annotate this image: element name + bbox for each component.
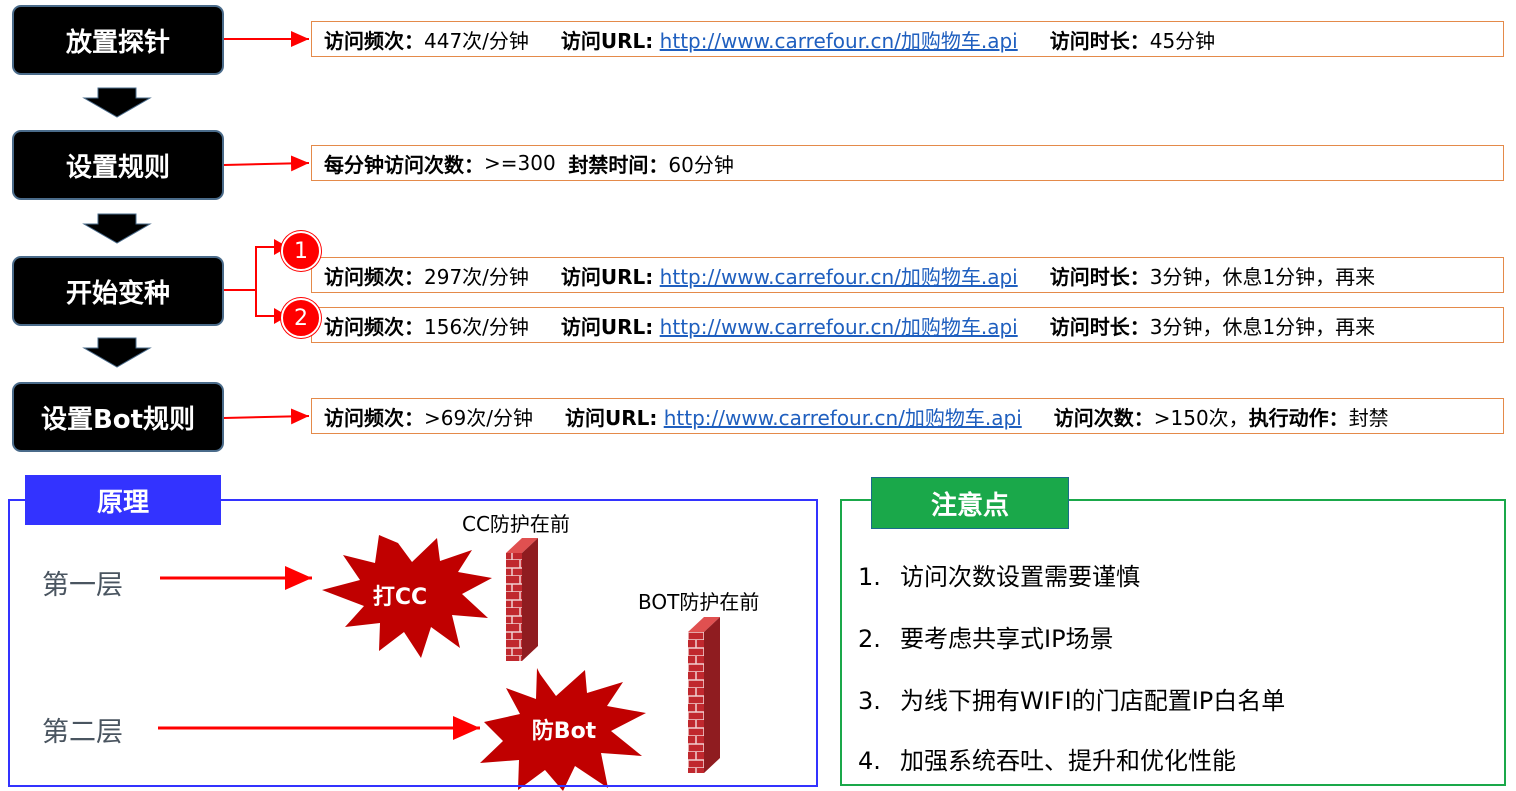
bot-info-row: 访问频次：>69次/分钟 访问URL: http://www.carrefour… <box>311 398 1504 434</box>
cc-wall-label: CC防护在前 <box>462 512 570 536</box>
count-label: 访问次数： <box>1053 405 1154 430</box>
note-item-2: 2. 要考虑共享式IP场景 <box>858 619 1114 654</box>
down-arrow-2 <box>82 213 152 244</box>
note-item-4: 4. 加强系统吞吐、提升和优化性能 <box>858 741 1236 776</box>
down-arrow-3 <box>82 337 152 368</box>
arrow-rule <box>223 155 310 172</box>
note-num: 2. <box>858 625 881 653</box>
cc-firewall <box>506 538 538 661</box>
url-link[interactable]: http://www.carrefour.cn/加购物车.api <box>659 314 1018 339</box>
bot-wall-label: BOT防护在前 <box>638 590 760 614</box>
note-num: 4. <box>858 747 881 775</box>
note-item-1: 1. 访问次数设置需要谨慎 <box>858 557 1140 592</box>
down-arrow-1 <box>82 87 152 118</box>
action-label: 执行动作： <box>1248 405 1349 430</box>
step-place-probe: 放置探针 <box>14 7 222 73</box>
count-value: >=300 <box>484 151 556 175</box>
burst-cc-label: 打CC <box>372 585 428 610</box>
note-text: 访问次数设置需要谨慎 <box>900 563 1140 591</box>
note-text: 为线下拥有WIFI的门店配置IP白名单 <box>900 687 1286 715</box>
note-num: 1. <box>858 563 881 591</box>
url-link[interactable]: http://www.carrefour.cn/加购物车.api <box>659 28 1018 53</box>
burst-bot-label: 防Bot <box>531 719 597 744</box>
note-item-3: 3. 为线下拥有WIFI的门店配置IP白名单 <box>858 681 1285 716</box>
arrow-bot <box>223 408 310 425</box>
note-num: 3. <box>858 687 881 715</box>
ban-value: 60分钟 <box>668 152 734 177</box>
freq-label: 访问频次： <box>324 314 424 339</box>
burst-bot-shape <box>480 668 646 791</box>
action-value: 封禁 <box>1348 405 1389 430</box>
layer2-label: 第二层 <box>42 717 123 748</box>
step-set-bot-rule: 设置Bot规则 <box>14 384 222 450</box>
url-label: 访问URL: <box>564 405 658 430</box>
freq-value: >69次/分钟 <box>424 405 533 430</box>
url-label: 访问URL: <box>560 314 654 339</box>
duration-value: 3分钟，休息1分钟，再来 <box>1149 314 1376 339</box>
step-start-variant: 开始变种 <box>14 258 222 324</box>
layer1-label: 第一层 <box>42 570 123 601</box>
freq-label: 访问频次： <box>324 405 424 430</box>
bot-firewall <box>688 617 720 773</box>
arrow-variant-1 <box>224 239 288 291</box>
duration-label: 访问时长： <box>1049 28 1150 53</box>
probe-info-row: 访问频次：447次/分钟 访问URL: http://www.carrefour… <box>311 21 1504 57</box>
duration-value: 3分钟，休息1分钟，再来 <box>1149 264 1376 289</box>
rule-info-row: 每分钟访问次数：>=300 封禁时间：60分钟 <box>311 145 1504 181</box>
duration-label: 访问时长： <box>1049 314 1150 339</box>
notes-panel <box>840 499 1506 786</box>
url-label: 访问URL: <box>560 264 654 289</box>
url-link[interactable]: http://www.carrefour.cn/加购物车.api <box>659 264 1018 289</box>
freq-label: 访问频次： <box>324 28 424 53</box>
url-link[interactable]: http://www.carrefour.cn/加购物车.api <box>663 405 1022 430</box>
count-label: 每分钟访问次数： <box>324 152 484 177</box>
arrow-variant-2 <box>255 290 288 324</box>
principle-panel <box>8 499 818 787</box>
step-set-rule: 设置规则 <box>14 132 222 198</box>
url-label: 访问URL: <box>560 28 654 53</box>
variant2-info-row: 访问频次：156次/分钟 访问URL: http://www.carrefour… <box>311 307 1504 343</box>
burst-cc-shape <box>322 535 492 658</box>
variant-badge-1: 1 <box>281 231 321 271</box>
freq-label: 访问频次： <box>324 264 424 289</box>
duration-value: 45分钟 <box>1149 28 1216 53</box>
freq-value: 156次/分钟 <box>424 314 529 339</box>
ban-label: 封禁时间： <box>568 152 669 177</box>
duration-label: 访问时长： <box>1049 264 1150 289</box>
freq-value: 297次/分钟 <box>424 264 529 289</box>
variant1-info-row: 访问频次：297次/分钟 访问URL: http://www.carrefour… <box>311 257 1504 293</box>
note-text: 加强系统吞吐、提升和优化性能 <box>900 747 1236 775</box>
note-text: 要考虑共享式IP场景 <box>900 625 1114 653</box>
variant-badge-2: 2 <box>281 298 321 338</box>
count-value: >150次， <box>1153 405 1249 430</box>
principle-title: 原理 <box>25 475 221 525</box>
notes-title: 注意点 <box>871 477 1069 529</box>
freq-value: 447次/分钟 <box>424 28 529 53</box>
